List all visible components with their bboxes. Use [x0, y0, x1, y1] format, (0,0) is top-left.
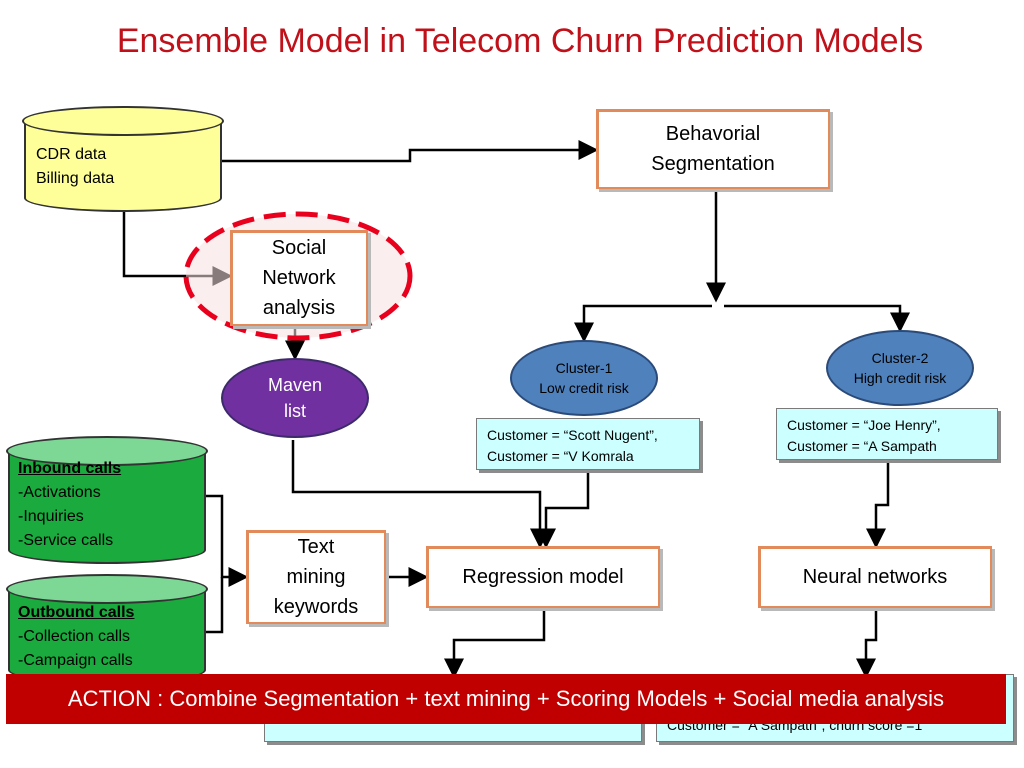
- outbound-calls-label: Outbound calls -Collection calls -Campai…: [18, 604, 135, 669]
- cluster2-customers-box: Customer = “Joe Henry”,Customer = “A Sam…: [776, 408, 998, 460]
- outbound-calls-cylinder: [6, 574, 208, 684]
- arrow-inbound-to-text: [206, 494, 249, 587]
- inbound-calls-label: Inbound calls -Activations -Inquiries -S…: [18, 460, 122, 549]
- data-store-label: CDR data Billing data: [36, 146, 115, 187]
- arrow-cluster1-to-regression: [536, 470, 590, 549]
- data-store-cylinder: [22, 106, 224, 212]
- regression-model-box: Regression model: [426, 546, 660, 608]
- arrow-maven-to-regression: [291, 440, 550, 549]
- inbound-calls-cylinder: [6, 436, 208, 564]
- arrow-to-cluster2: [724, 304, 910, 333]
- arrow-regression-to-result: [444, 608, 546, 679]
- arrow-outbound-to-text: [206, 577, 224, 634]
- cluster1-customers-box: Customer = “Scott Nugent”,Customer = “V …: [476, 418, 700, 470]
- neural-networks-box: Neural networks: [758, 546, 992, 608]
- arrow-cluster2-to-neural: [866, 462, 890, 549]
- arrow-to-cluster1: [574, 304, 712, 343]
- page-title: Ensemble Model in Telecom Churn Predicti…: [116, 22, 924, 60]
- arrow-neural-to-result: [856, 608, 878, 679]
- arrow-data-to-segmentation: [222, 140, 599, 163]
- action-banner: ACTION : Combine Segmentation + text min…: [6, 674, 1006, 724]
